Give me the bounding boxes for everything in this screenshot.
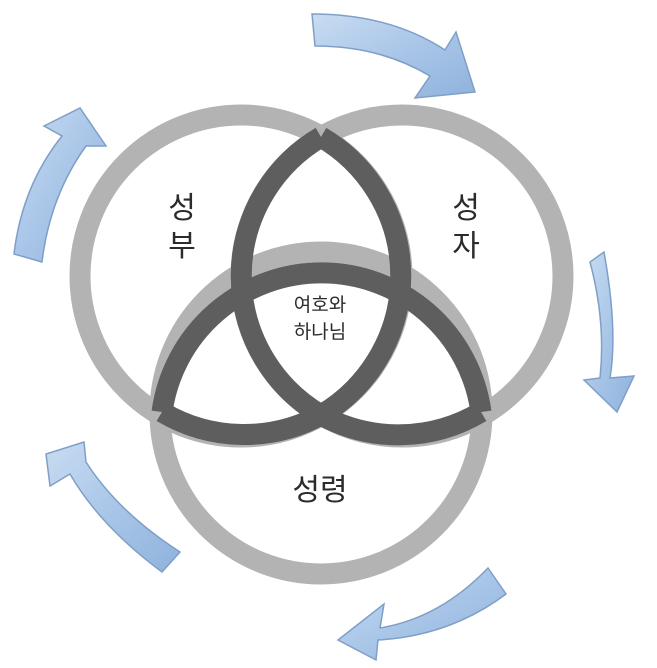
circle-spirit	[149, 241, 493, 585]
label-father-line1: 성	[168, 191, 196, 226]
overlap-arc-father-son	[315, 127, 412, 425]
arrow-bottom-right-icon	[336, 566, 508, 662]
rings-overlap-dark	[151, 127, 492, 446]
overlap-arc-father-spirit	[156, 402, 327, 446]
label-son-line2: 자	[452, 229, 480, 264]
cycle-arrows	[13, 13, 636, 662]
label-son-line1: 성	[452, 191, 480, 226]
arrow-left-icon	[13, 107, 108, 263]
label-father-line2: 부	[168, 229, 196, 264]
arrow-top-right-icon	[311, 13, 476, 99]
label-center-line2: 하나님	[294, 321, 346, 343]
overlap-arc-spirit-top	[151, 262, 492, 414]
label-spirit: 성령	[292, 473, 347, 508]
label-center-line1: 여호와	[294, 294, 346, 316]
arrow-right-icon	[582, 250, 636, 414]
overlap-arc-son-father	[230, 127, 327, 425]
arrow-bottom-left-icon	[45, 441, 182, 574]
overlap-arc-son-spirit	[315, 402, 487, 446]
